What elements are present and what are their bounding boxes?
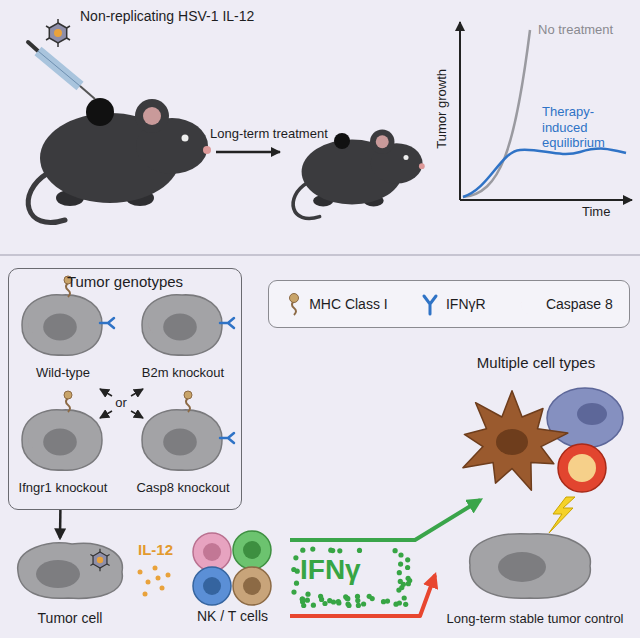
tumor-cell-icon	[142, 295, 234, 356]
immune-cells: NK / T cells	[175, 530, 290, 628]
node-label: Wild-type	[36, 365, 90, 380]
connector-arrow	[59, 510, 62, 538]
text-label: Long-term treatment	[210, 126, 360, 142]
legend-icon	[518, 292, 540, 316]
node-label: Multiple cell types	[477, 354, 595, 371]
legend-item: IFNγR	[420, 292, 486, 316]
legend-text: MHC Class I	[309, 296, 388, 312]
legend-item: Caspase 8	[518, 292, 613, 316]
connector-arrow	[290, 500, 480, 540]
node-label: Long-term stable tumor control	[446, 611, 623, 626]
tumor-cell-icon	[22, 391, 102, 470]
text-label: IL-12	[138, 541, 186, 559]
tumor-cell-icon	[142, 391, 234, 470]
node-label: Ifngr1 knockout	[19, 480, 108, 495]
node-label: Tumor genotypes	[67, 273, 183, 290]
text-label: No treatment	[538, 22, 638, 38]
genotype-cell: Wild-type	[6, 286, 120, 384]
text-label: Time	[582, 204, 632, 220]
legend-icon	[285, 292, 303, 316]
legend: MHC Class I IFNγR Caspase 8	[268, 280, 630, 328]
text-label: Tumor growth	[434, 64, 450, 154]
genotype-cell: B2m knockout	[126, 286, 240, 384]
legend-item: MHC Class I	[285, 292, 388, 316]
legend-text: Caspase 8	[546, 296, 613, 312]
tumor-control: Long-term stable tumor control	[435, 525, 635, 630]
legend-text: IFNγR	[446, 296, 486, 312]
text-label: or	[106, 395, 136, 411]
text-label: Therapy-induced equilibrium	[542, 104, 638, 151]
legend-icon	[420, 292, 440, 316]
node-label: Casp8 knockout	[136, 480, 229, 495]
text-label: IFNγ	[300, 553, 398, 587]
node-label: NK / T cells	[197, 608, 268, 624]
node-label: Tumor cell	[38, 610, 103, 626]
group-box: Tumor genotypesWild-type B2m knockoutIfng…	[8, 268, 242, 510]
cell-types: Multiple cell types	[440, 350, 632, 500]
tumor-cell: Tumor cell	[5, 538, 135, 630]
genotype-cell: Ifngr1 knockout	[6, 401, 120, 499]
text-label: Non-replicating HSV-1 IL-12	[80, 8, 310, 25]
genotype-cell: Casp8 knockout	[126, 401, 240, 499]
node-label: B2m knockout	[142, 365, 224, 380]
